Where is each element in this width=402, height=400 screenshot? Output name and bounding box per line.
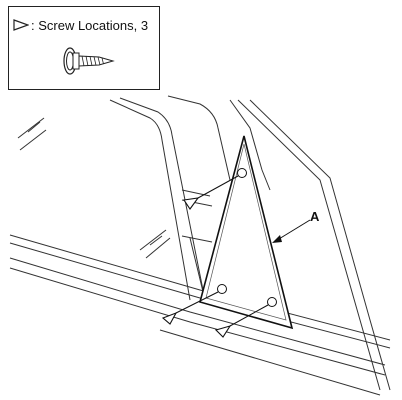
sash-line-mid: [119, 97, 206, 301]
body-edge-line-outer: [249, 99, 391, 391]
callout-a-arrowhead: [272, 235, 282, 243]
sash-line-inner: [109, 99, 191, 301]
glass-hatch: [149, 235, 163, 246]
screw-location-marker-1: [183, 197, 200, 210]
belt-line-upper: [9, 234, 391, 341]
screw-location-marker-3: [214, 325, 232, 338]
flange-screw-icon: [63, 47, 115, 75]
glass-hatch: [27, 121, 41, 133]
glass-hatch: [19, 129, 47, 151]
trim-line-3: [159, 329, 381, 396]
callout-a-label: A: [310, 209, 320, 224]
glass-hatch: [17, 117, 45, 139]
trim-line-2: [9, 267, 386, 376]
screw-hole-1: [237, 168, 247, 178]
belt-line-lower: [9, 242, 391, 349]
body-edge-line: [237, 99, 381, 391]
glass-hatch: [139, 229, 167, 251]
legend-box: : Screw Locations, 3: [8, 6, 160, 90]
screw-location-marker-2: [161, 311, 178, 325]
trim-line-1: [9, 257, 386, 366]
leader-line-2: [175, 291, 219, 314]
open-triangle-marker-icon: [13, 19, 29, 31]
glass-hatch: [145, 237, 171, 259]
leader-line-1: [197, 175, 239, 199]
triangular-garnish-part-a: [199, 135, 294, 330]
screw-hole-2: [217, 284, 227, 294]
screw-hole-3: [267, 297, 277, 307]
sash-line-outer: [167, 95, 231, 181]
leader-line-3: [229, 304, 269, 327]
pillar-line: [229, 99, 271, 191]
legend-label: : Screw Locations, 3: [31, 18, 149, 33]
